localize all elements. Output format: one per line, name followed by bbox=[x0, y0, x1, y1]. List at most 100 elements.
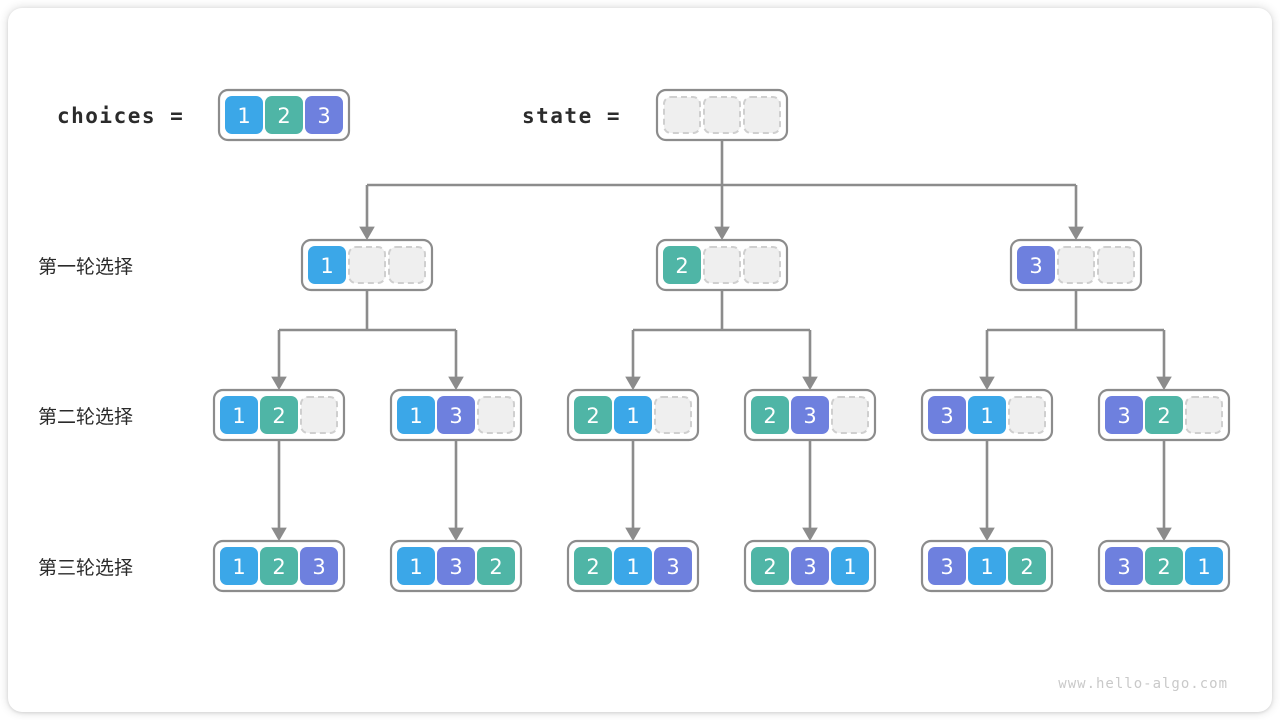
state-cell-value: 3 bbox=[1117, 404, 1130, 428]
state-cell-filled bbox=[663, 246, 701, 284]
state-cell-value: 3 bbox=[317, 104, 330, 128]
state-cell-filled bbox=[751, 396, 789, 434]
state-cell-value: 1 bbox=[626, 555, 639, 579]
state-cell-empty bbox=[703, 246, 741, 284]
state-cell-filled bbox=[265, 96, 303, 134]
state-cell-empty bbox=[703, 96, 741, 134]
state-box-r3-n3[interactable]: 2 1 3 bbox=[566, 539, 700, 593]
state-cell-value: 2 bbox=[1157, 555, 1170, 579]
state-cell-value: 1 bbox=[409, 555, 422, 579]
state-cell-filled bbox=[1105, 547, 1143, 585]
state-cell-value: 2 bbox=[489, 555, 502, 579]
state-cell-filled bbox=[225, 96, 263, 134]
state-cell-filled bbox=[751, 547, 789, 585]
state-cell-value: 3 bbox=[803, 555, 816, 579]
state-cell-value: 1 bbox=[980, 404, 993, 428]
state-cell-value: 3 bbox=[666, 555, 679, 579]
state-box-r1-n2[interactable]: 2 bbox=[655, 238, 789, 292]
state-cell-filled bbox=[791, 396, 829, 434]
state-box-r3-n4[interactable]: 2 3 1 bbox=[743, 539, 877, 593]
state-cell-value: 1 bbox=[980, 555, 993, 579]
state-cell-value: 3 bbox=[1117, 555, 1130, 579]
state-cell-value: 3 bbox=[940, 404, 953, 428]
state-cell-filled bbox=[477, 547, 515, 585]
state-cell-empty bbox=[743, 96, 781, 134]
state-box-r3-n2[interactable]: 1 3 2 bbox=[389, 539, 523, 593]
state-cell-value: 3 bbox=[1029, 254, 1042, 278]
state-cell-value: 1 bbox=[232, 555, 245, 579]
state-cell-value: 2 bbox=[586, 555, 599, 579]
state-cell-value: 1 bbox=[626, 404, 639, 428]
state-cell-empty bbox=[1008, 396, 1046, 434]
state-cell-value: 2 bbox=[763, 555, 776, 579]
row-label-3: 第三轮选择 bbox=[38, 557, 133, 579]
state-cell-filled bbox=[614, 396, 652, 434]
state-cell-filled bbox=[1185, 547, 1223, 585]
state-box-root[interactable] bbox=[655, 88, 789, 142]
state-cell-value: 3 bbox=[449, 404, 462, 428]
state-box-r1-n3[interactable]: 3 bbox=[1009, 238, 1143, 292]
state-cell-filled bbox=[437, 396, 475, 434]
state-cell-value: 2 bbox=[1020, 555, 1033, 579]
state-cell-filled bbox=[260, 396, 298, 434]
state-cell-filled bbox=[1145, 396, 1183, 434]
state-cell-value: 2 bbox=[675, 254, 688, 278]
state-cell-filled bbox=[1017, 246, 1055, 284]
state-cell-filled bbox=[614, 547, 652, 585]
row-label-2: 第二轮选择 bbox=[38, 406, 133, 428]
state-box-r1-n1[interactable]: 1 bbox=[300, 238, 434, 292]
state-cell-filled bbox=[220, 396, 258, 434]
state-cell-empty bbox=[663, 96, 701, 134]
state-cell-value: 1 bbox=[1197, 555, 1210, 579]
state-cell-value: 2 bbox=[272, 404, 285, 428]
state-cell-filled bbox=[574, 547, 612, 585]
state-cell-filled bbox=[305, 96, 343, 134]
state-cell-empty bbox=[477, 396, 515, 434]
state-cell-empty bbox=[300, 396, 338, 434]
state-cell-value: 1 bbox=[409, 404, 422, 428]
state-cell-value: 1 bbox=[232, 404, 245, 428]
state-cell-filled bbox=[1145, 547, 1183, 585]
state-cell-filled bbox=[928, 396, 966, 434]
state-cell-filled bbox=[397, 547, 435, 585]
state-cell-empty bbox=[654, 396, 692, 434]
watermark: www.hello-algo.com bbox=[1058, 676, 1228, 692]
state-cell-filled bbox=[1008, 547, 1046, 585]
state-label: state = bbox=[522, 104, 621, 128]
state-cell-value: 1 bbox=[237, 104, 250, 128]
state-cell-filled bbox=[397, 396, 435, 434]
state-cell-empty bbox=[1097, 246, 1135, 284]
state-cell-filled bbox=[220, 547, 258, 585]
state-cell-filled bbox=[654, 547, 692, 585]
state-cell-filled bbox=[968, 396, 1006, 434]
state-cell-filled bbox=[574, 396, 612, 434]
state-box-r3-n6[interactable]: 3 2 1 bbox=[1097, 539, 1231, 593]
state-cell-value: 2 bbox=[763, 404, 776, 428]
connector-lines-layer bbox=[271, 140, 1172, 542]
state-cell-filled bbox=[928, 547, 966, 585]
state-cell-empty bbox=[1185, 396, 1223, 434]
choices-label: choices = bbox=[57, 104, 184, 128]
state-cell-value: 3 bbox=[312, 555, 325, 579]
state-cell-value: 3 bbox=[449, 555, 462, 579]
state-cell-filled bbox=[1105, 396, 1143, 434]
state-cell-filled bbox=[437, 547, 475, 585]
state-cell-empty bbox=[348, 246, 386, 284]
state-cell-value: 1 bbox=[843, 555, 856, 579]
state-cell-filled bbox=[300, 547, 338, 585]
state-cell-filled bbox=[831, 547, 869, 585]
state-cell-empty bbox=[388, 246, 426, 284]
